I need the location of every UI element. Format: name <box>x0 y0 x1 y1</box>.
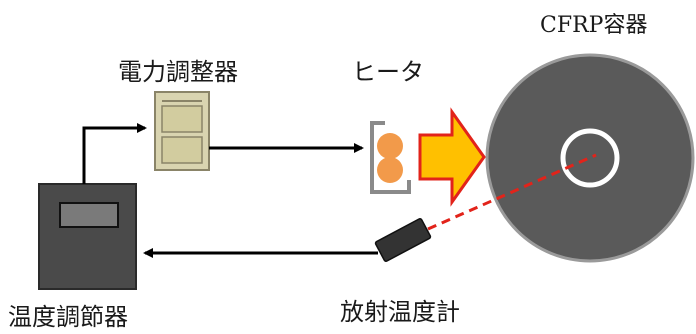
cfrp-vessel-label: CFRP容器 <box>540 13 647 38</box>
heater <box>370 121 411 194</box>
heater-element-top <box>377 133 403 159</box>
cfrp-vessel-disk <box>485 53 695 263</box>
radiation-thermometer-body <box>374 218 432 262</box>
power-regulator-label: 電力調整器 <box>118 58 238 86</box>
radiation-thermometer-label: 放射温度計 <box>340 298 460 326</box>
heater-element-bottom <box>377 157 403 183</box>
cfrp-vessel-inner-ring <box>560 128 620 188</box>
heater-label: ヒータ <box>352 58 424 86</box>
temperature-controller-body <box>38 183 137 290</box>
temperature-controller <box>38 183 137 290</box>
connector-controller-to-regulator <box>82 123 147 184</box>
temperature-controller-label: 温度調節器 <box>8 303 128 331</box>
temperature-controller-display <box>59 202 119 228</box>
laser-beam <box>427 153 597 231</box>
power-regulator <box>154 91 210 171</box>
cfrp-vessel <box>485 53 695 263</box>
heat-arrow <box>418 107 486 207</box>
